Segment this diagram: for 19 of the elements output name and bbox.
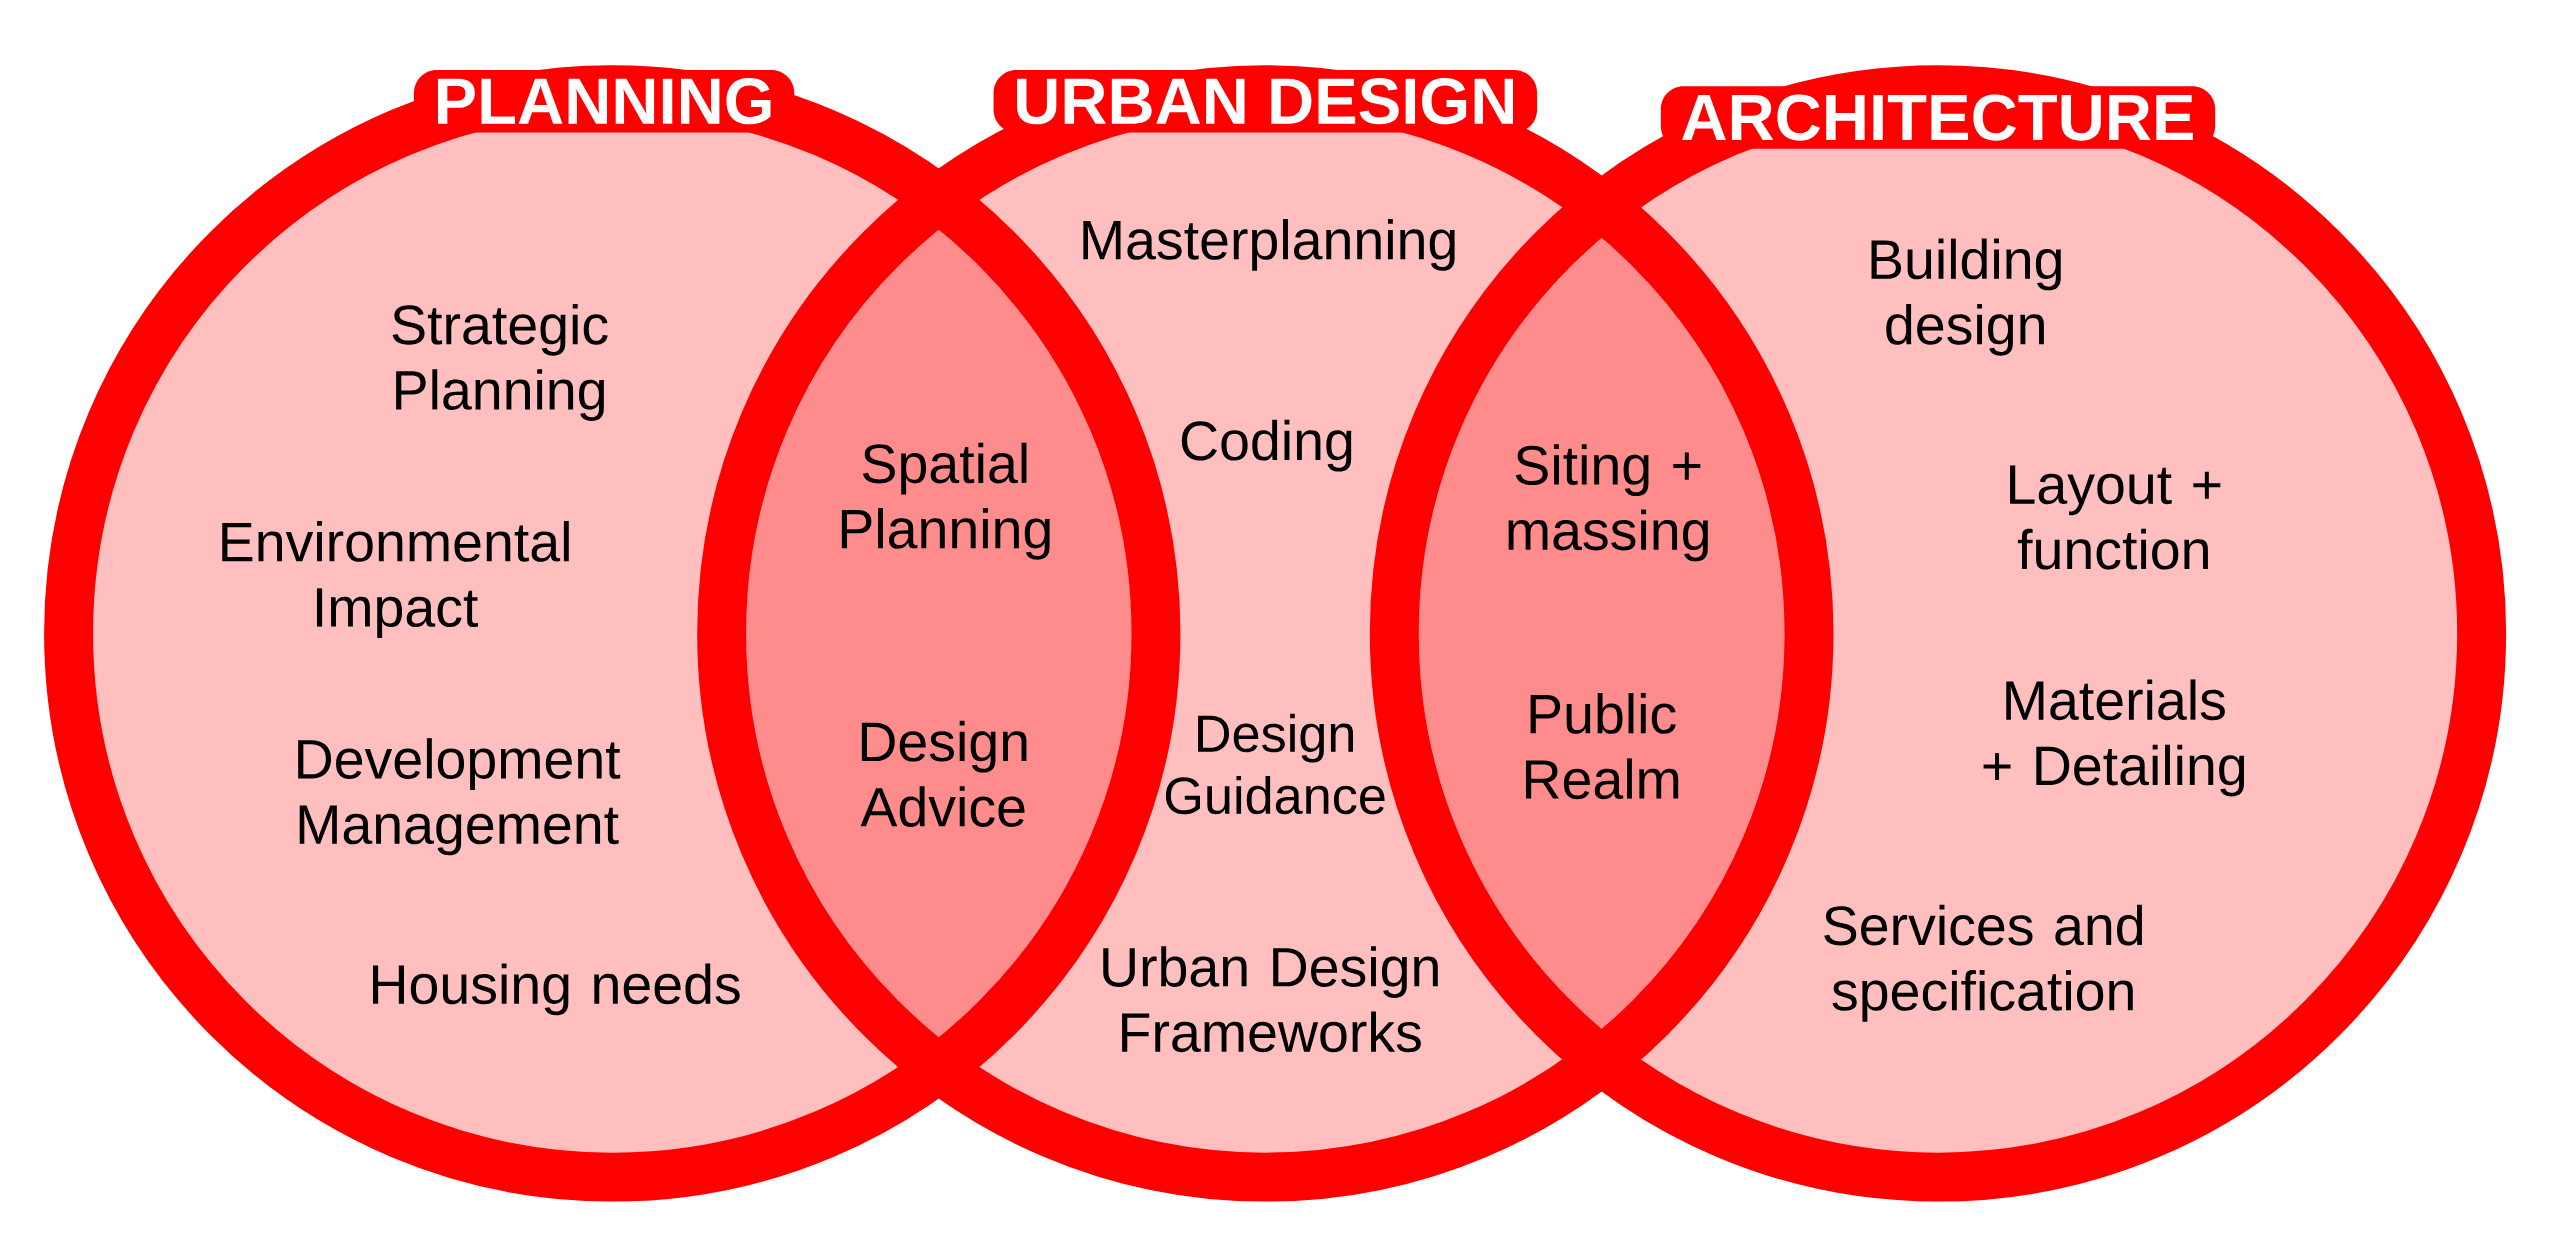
item-label: Design Advice: [860, 720, 1027, 827]
title-banner: PLANNING: [414, 69, 795, 133]
item-label: Urban Design Frameworks: [1103, 946, 1438, 1053]
item-label: Layout + function: [2010, 465, 2221, 570]
item-label: Housing needs: [372, 963, 740, 1016]
title-banner: ARCHITECTURE: [1660, 86, 2216, 149]
item-label: Masterplanning: [1083, 219, 1455, 271]
item-label: Environmental Impact: [222, 521, 569, 639]
item-label: Siting + massing: [1508, 444, 1708, 562]
item-label: Public Realm: [1526, 693, 1679, 800]
item-label: Materials + Detailing: [1983, 679, 2245, 797]
item-label: Services and specification: [1824, 904, 2143, 1022]
item-label: Spatial Planning: [841, 442, 1050, 560]
item-label: Coding: [1181, 419, 1352, 472]
item-label: Building design: [1871, 238, 2061, 356]
item-label: Strategic Planning: [392, 303, 608, 421]
item-label: Development Management: [298, 738, 621, 856]
item-label: Design Guidance: [1165, 713, 1385, 815]
title-banner: URBAN DESIGN: [993, 69, 1538, 133]
